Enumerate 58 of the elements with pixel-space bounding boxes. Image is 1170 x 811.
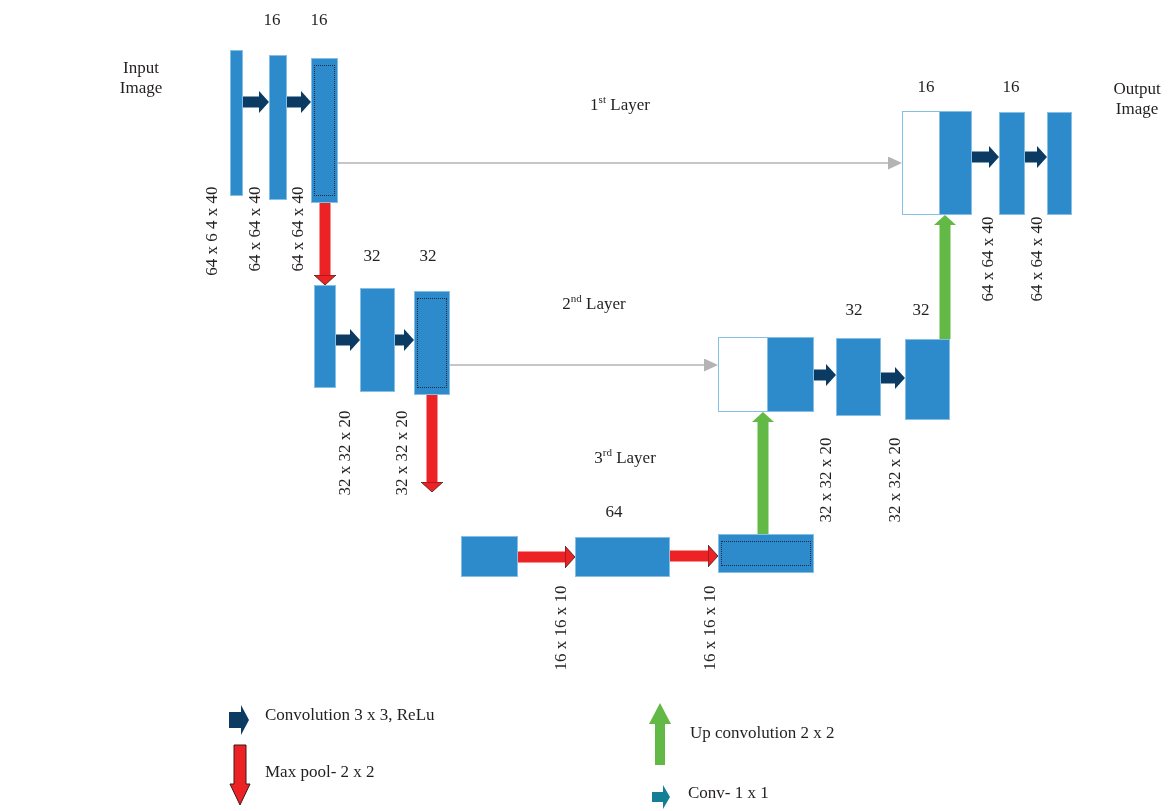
block-arrow [243, 91, 269, 113]
legend-text: Max pool- 2 x 2 [265, 762, 375, 782]
dimension-label: 64 x 64 x 40 [1026, 216, 1047, 302]
channel-count: 16 [1002, 76, 1020, 98]
feature-map-block [836, 338, 881, 416]
feature-map-block [905, 339, 950, 420]
concatenated-feature-map [718, 337, 814, 412]
channel-count: 16 [263, 9, 281, 31]
feature-map-block [230, 50, 243, 196]
skip-connection-arrow [449, 358, 718, 372]
feature-map-block [461, 536, 518, 577]
layer-label: 3$^{rd}$ Layer [594, 446, 656, 468]
dimension-label: 16 x 16 x 10 [550, 585, 571, 671]
block-arrow [1025, 146, 1047, 168]
feature-map-block [718, 534, 814, 573]
block-arrow [814, 364, 836, 386]
feature-map-block [999, 112, 1025, 215]
feature-map-block [311, 58, 338, 203]
dimension-label: 32 x 32 x 20 [334, 410, 355, 496]
feature-map-block [360, 288, 395, 392]
block-arrow [670, 544, 719, 568]
input-label: Input Image [118, 57, 164, 99]
block-arrow [518, 545, 576, 569]
dimension-label: 64 x 64 x 40 [977, 216, 998, 302]
block-arrow [752, 412, 774, 534]
block-arrow [972, 146, 999, 168]
block-arrow [881, 367, 905, 389]
block-arrow [934, 215, 956, 339]
channel-count: 16 [917, 76, 935, 98]
channel-count: 64 [605, 501, 623, 523]
feature-map-block [414, 291, 450, 395]
block-arrow [395, 329, 414, 351]
skip-connection-arrow [337, 156, 902, 170]
dimension-label: 16 x 16 x 10 [699, 585, 720, 671]
block-arrow [336, 329, 360, 351]
block-arrow [420, 395, 444, 493]
feature-map-block [314, 285, 336, 388]
feature-map-block [575, 537, 670, 577]
legend-text: Up convolution 2 x 2 [690, 723, 835, 743]
block-arrow [313, 203, 337, 286]
concatenated-feature-map [902, 111, 972, 215]
block-arrow [287, 91, 311, 113]
channel-count: 32 [419, 245, 437, 267]
channel-count: 16 [310, 9, 328, 31]
dimension-label: 64 x 6 4 x 40 [201, 186, 222, 276]
dimension-label: 32 x 32 x 20 [815, 437, 836, 523]
legend-text: Convolution 3 x 3, ReLu [265, 705, 435, 725]
channel-count: 32 [845, 299, 863, 321]
dimension-label: 64 x 64 x 40 [244, 186, 265, 272]
feature-map-block [1047, 112, 1072, 215]
channel-count: 32 [363, 245, 381, 267]
legend-text: Conv- 1 x 1 [688, 783, 769, 803]
dimension-label: 32 x 32 x 20 [391, 410, 412, 496]
dimension-label: 32 x 32 x 20 [884, 437, 905, 523]
channel-count: 32 [912, 299, 930, 321]
feature-map-block [269, 55, 287, 200]
dimension-label: 64 x 64 x 40 [287, 186, 308, 272]
output-label: Output Image [1112, 78, 1162, 120]
